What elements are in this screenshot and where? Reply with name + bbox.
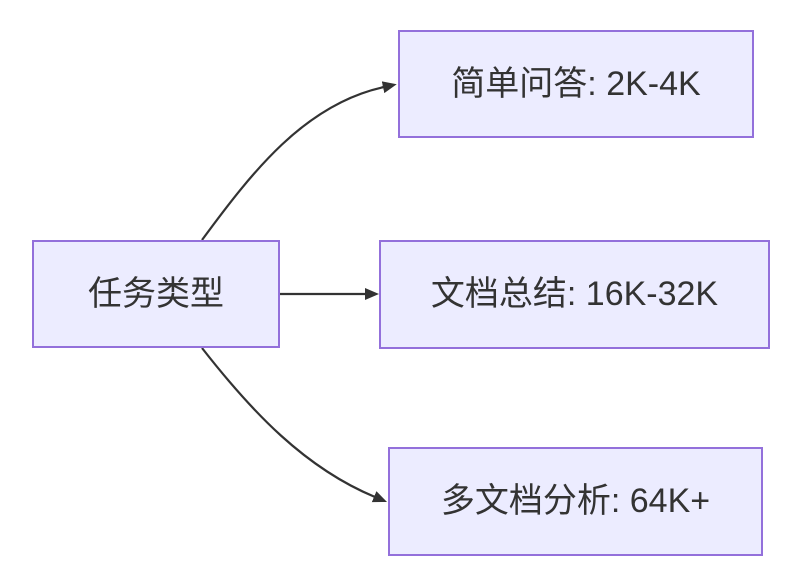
node-doc-summary: 文档总结: 16K-32K [379,240,770,349]
edge-root-to-branch-2 [201,347,388,503]
node-simple-qa: 简单问答: 2K-4K [398,30,754,138]
node-task-type-label: 任务类型 [88,274,224,313]
node-multi-doc-analysis: 多文档分析: 64K+ [388,447,763,556]
node-multi-doc-analysis-label: 多文档分析: 64K+ [440,482,711,521]
node-doc-summary-label: 文档总结: 16K-32K [430,275,719,314]
node-task-type: 任务类型 [32,240,280,348]
node-simple-qa-label: 简单问答: 2K-4K [451,64,701,103]
edge-root-to-branch-0 [201,81,397,241]
